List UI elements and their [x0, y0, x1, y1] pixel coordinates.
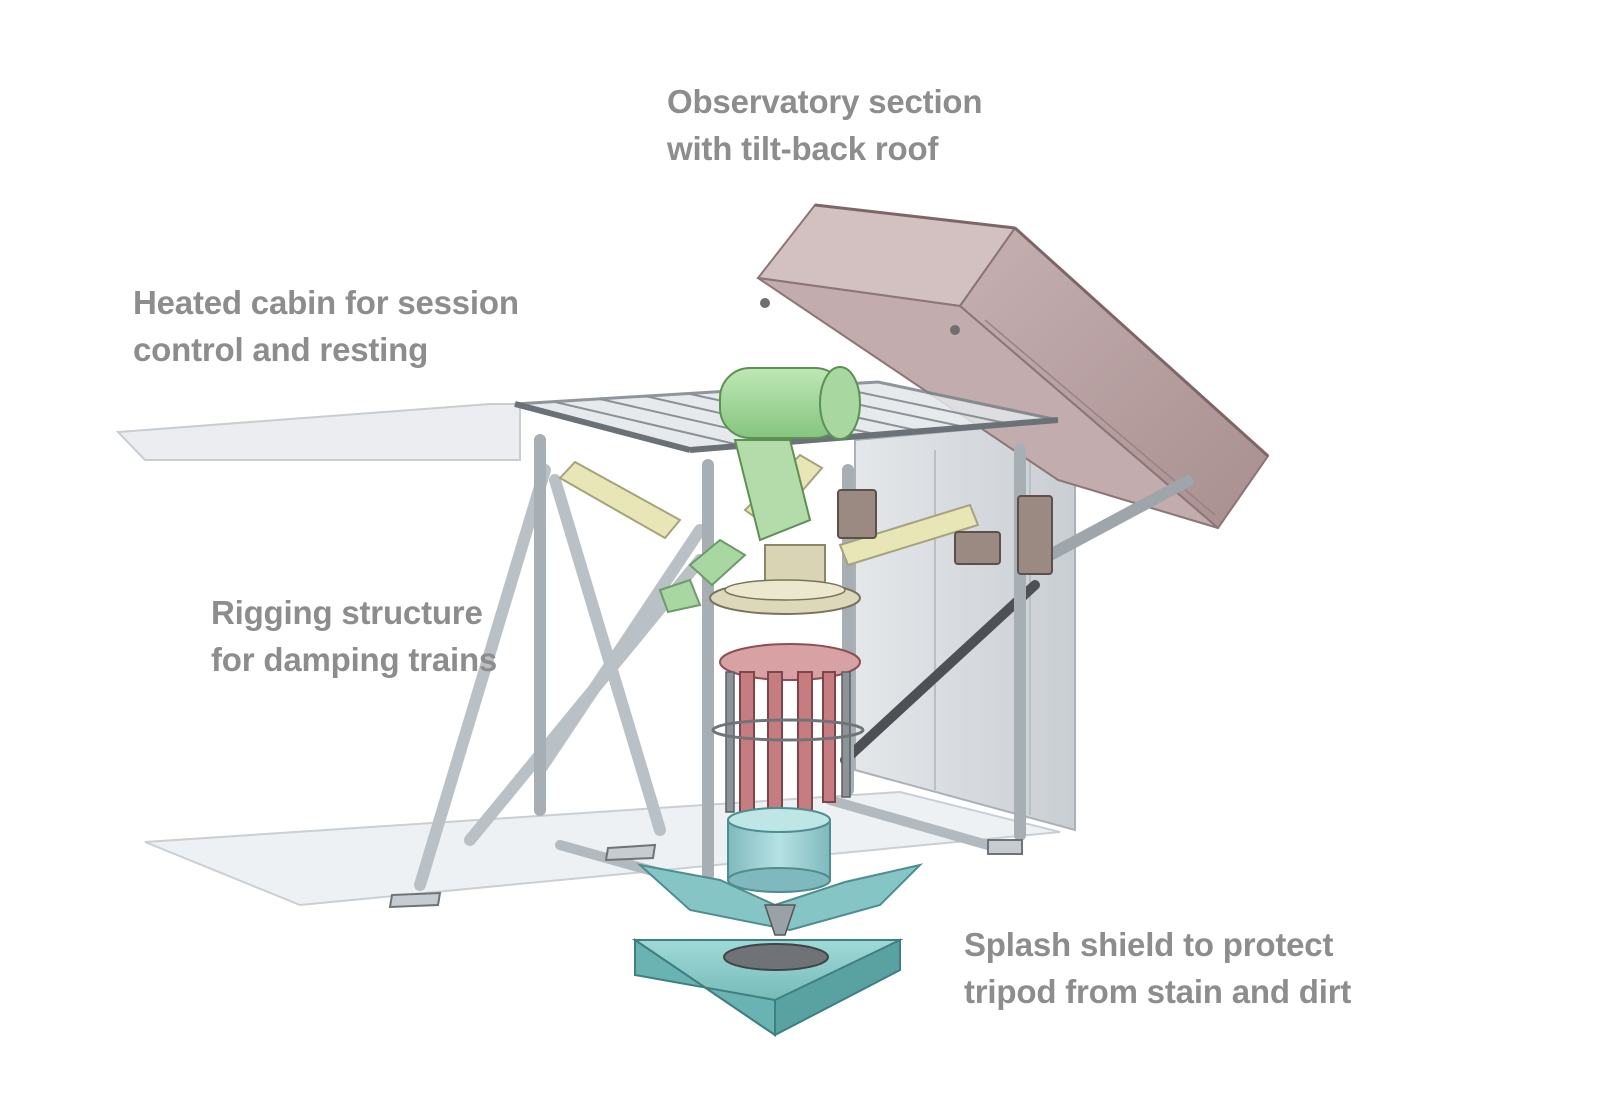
label-observatory-line2: with tilt-back roof — [667, 130, 939, 167]
tilt-back-roof — [756, 203, 1270, 530]
label-cabin-line2: control and resting — [133, 331, 429, 368]
rigging-tubes — [414, 464, 706, 891]
motor-cylinder — [719, 366, 861, 542]
dark-brace — [840, 580, 1040, 765]
cabin-panel — [115, 403, 521, 461]
label-splash-line1: Splash shield to protect — [964, 926, 1334, 963]
label-splash-shield: Splash shield to protect tripod from sta… — [964, 921, 1351, 1015]
back-wall-panel — [854, 418, 1076, 832]
tripod-assembly — [711, 643, 865, 823]
label-rigging-line1: Rigging structure — [211, 594, 483, 631]
base-cylinder — [636, 807, 924, 936]
splash-shield — [631, 938, 904, 1037]
label-observatory-section: Observatory section with tilt-back roof — [667, 78, 983, 172]
hub-platform — [709, 544, 861, 615]
label-rigging-line2: for damping trains — [211, 641, 498, 678]
label-rigging-structure: Rigging structure for damping trains — [211, 589, 497, 683]
label-observatory-line1: Observatory section — [667, 83, 983, 120]
floor-plate — [144, 790, 1061, 907]
label-cabin-line1: Heated cabin for session — [133, 284, 519, 321]
label-splash-line2: tripod from stain and dirt — [964, 973, 1352, 1010]
label-heated-cabin: Heated cabin for session control and res… — [133, 279, 519, 373]
